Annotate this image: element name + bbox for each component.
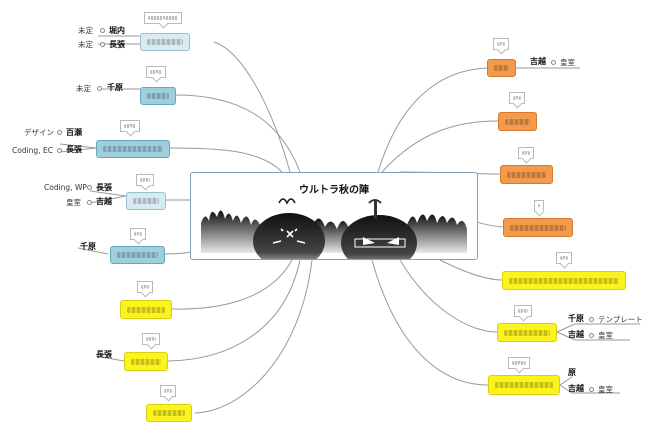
label: 千原 [107, 83, 123, 92]
central-topic-title: ウルトラ秋の陣 [299, 185, 369, 196]
label: 長張 [96, 350, 112, 359]
label: テンプレート [598, 315, 643, 324]
label: 堀内 [109, 26, 125, 35]
topic-node[interactable] [146, 404, 192, 422]
label: Coding, EC [12, 146, 53, 155]
topic-node[interactable] [502, 271, 626, 290]
label: 皇室 [66, 198, 81, 207]
topic-node[interactable] [110, 246, 165, 264]
label: 吉越 [568, 330, 584, 339]
topic-node[interactable] [488, 375, 560, 395]
node-callout [120, 120, 140, 132]
label: 吉越 [568, 384, 584, 393]
topic-node[interactable] [487, 59, 516, 77]
node-callout [136, 174, 154, 186]
topic-node[interactable] [503, 218, 573, 237]
connector-dot [87, 200, 92, 205]
node-callout [160, 385, 176, 397]
node-callout [508, 357, 530, 369]
node-callout [493, 38, 509, 50]
topic-node[interactable] [140, 33, 190, 51]
topic-node[interactable] [500, 165, 553, 184]
label: 皇室 [560, 58, 575, 67]
central-topic[interactable]: ウルトラ秋の陣 [190, 172, 478, 260]
connector-dot [100, 42, 105, 47]
node-callout [130, 228, 146, 240]
connector-dot [87, 185, 92, 190]
topic-node[interactable] [498, 112, 537, 131]
node-callout [514, 305, 532, 317]
connector-dot [57, 130, 62, 135]
label: 千原 [568, 314, 584, 323]
connector-dot [589, 317, 594, 322]
topic-node[interactable] [120, 300, 172, 319]
label: 皇室 [598, 385, 613, 394]
topic-node[interactable] [126, 192, 166, 210]
label: 吉越 [96, 197, 112, 206]
label: 原 [568, 368, 576, 377]
label: 皇室 [598, 331, 613, 340]
label: 長張 [66, 145, 82, 154]
node-callout [518, 147, 534, 159]
label: 未定 [78, 26, 93, 35]
connector-dot [589, 387, 594, 392]
mascot-illustration-icon [201, 198, 467, 259]
label: 未定 [78, 40, 93, 49]
label: 長張 [109, 40, 125, 49]
connector-dot [57, 148, 62, 153]
label: デザイン [24, 128, 54, 137]
node-callout [509, 92, 525, 104]
label: 未定 [76, 84, 91, 93]
node-callout [137, 281, 153, 293]
connector-dot [589, 333, 594, 338]
label: 吉越 [530, 57, 546, 66]
topic-node[interactable] [497, 323, 557, 342]
node-callout [146, 66, 166, 78]
connector-dot [100, 28, 105, 33]
topic-node[interactable] [96, 140, 170, 158]
connector-dot [551, 60, 556, 65]
node-callout [144, 12, 182, 24]
connector-dot [97, 86, 102, 91]
topic-node[interactable] [140, 87, 176, 105]
node-callout [556, 252, 572, 264]
node-callout [534, 200, 544, 212]
label: 百瀬 [66, 128, 82, 137]
node-callout [142, 333, 160, 345]
label: 千原 [80, 242, 96, 251]
topic-node[interactable] [124, 352, 168, 371]
label: Coding, WP [44, 183, 87, 192]
label: 長張 [96, 183, 112, 192]
